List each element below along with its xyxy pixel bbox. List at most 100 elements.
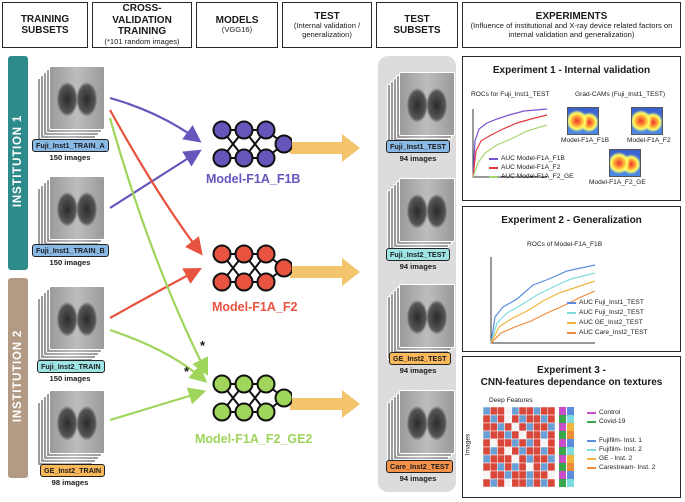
heatmap-cell <box>497 422 505 432</box>
count-test-3: 94 images <box>399 366 437 375</box>
heatmap-cell <box>483 470 491 480</box>
heatmap-cell <box>511 422 520 432</box>
exp1-roc-title: ROCs for Fuji_Inst1_TEST <box>471 91 550 98</box>
header-cross-validation: CROSS-VALIDATION TRAINING (*101 random i… <box>92 2 192 48</box>
heatmap-cell <box>533 446 541 456</box>
heatmap-cell <box>518 454 527 464</box>
xray-card <box>49 390 105 454</box>
heatmap-cell <box>483 438 491 448</box>
heatmap-cell <box>547 462 556 472</box>
label-test-4: Care_Inst2_TEST <box>386 460 454 473</box>
heatmap-cell <box>540 414 549 424</box>
heatmap-cell <box>497 446 505 456</box>
heatmap-cell <box>504 407 513 416</box>
label-fuji2-train: Fuji_Inst2_TRAIN <box>37 360 105 373</box>
label-train-b: Fuji_Inst1_TRAIN_B <box>32 244 109 257</box>
exp2-legend-2: AUC Fuji_Inst2_TEST <box>567 309 644 316</box>
network-node <box>256 272 276 292</box>
heatmap-cell <box>511 462 520 472</box>
heatmap-cell <box>489 407 498 416</box>
xray-stack-fuji2 <box>37 286 107 362</box>
arrow-train-b-to-m1 <box>109 149 202 209</box>
xray-card <box>399 178 455 242</box>
heatmap-class-strip <box>559 415 566 423</box>
network-node <box>234 374 254 394</box>
header-cross-validation-sub: (*101 random images) <box>104 36 180 46</box>
test-arrow-1 <box>290 134 360 162</box>
exp1-legend-2: AUC Model-F1A_F2 <box>489 164 560 171</box>
heatmap-cell <box>518 462 527 472</box>
exp2-roc-title: ROCs of Model-F1A_F1B <box>527 241 603 248</box>
heatmap-cell <box>540 462 549 472</box>
heatmap-cell <box>511 414 520 424</box>
header-training-subsets: TRAINING SUBSETS <box>2 2 88 48</box>
exp1-legend-2-label: AUC Model-F1A_F2 <box>501 164 561 171</box>
xray-stack-ge2 <box>37 390 107 466</box>
heatmap-source-strip <box>567 423 574 431</box>
heatmap-cell <box>547 470 556 480</box>
heatmap-cell <box>489 422 498 432</box>
header-models-label: MODELS <box>215 14 259 26</box>
heatmap-class-strip <box>559 431 566 439</box>
heatmap-cell <box>489 462 498 472</box>
heatmap-cell <box>525 430 534 440</box>
exp2-legend-3-label: AUC GE_Inst2_TEST <box>579 319 643 326</box>
exp3-legend-care2-label: Carestream- Inst. 2 <box>599 464 656 471</box>
heatmap-cell <box>497 438 505 448</box>
heatmap-source-strip <box>567 431 574 439</box>
gradcam-1 <box>567 107 599 135</box>
heatmap-cell <box>511 478 520 488</box>
xray-card <box>399 72 455 136</box>
heatmap-cell <box>497 414 505 424</box>
experiment-2-box: Experiment 2 - Generalization ROCs of Mo… <box>462 206 681 352</box>
header-training-subsets-label: TRAINING SUBSETS <box>20 13 70 37</box>
exp1-legend-1: AUC Model-F1A_F1B <box>489 155 565 162</box>
experiment-1-box: Experiment 1 - Internal validation ROCs … <box>462 56 681 201</box>
network-node <box>256 402 276 422</box>
heatmap-cell <box>518 438 527 448</box>
experiment-1-title: Experiment 1 - Internal validation <box>492 65 651 76</box>
heatmap-source-strip <box>567 447 574 455</box>
count-test-4: 94 images <box>399 474 437 483</box>
xray-card <box>49 286 105 350</box>
heatmap-cell <box>504 422 513 432</box>
heatmap-cell <box>518 430 527 440</box>
heatmap-cell <box>533 470 541 480</box>
heatmap-class-strip <box>559 455 566 463</box>
heatmap-cell <box>489 454 498 464</box>
heatmap-cell <box>540 407 549 416</box>
heatmap-cell <box>504 446 513 456</box>
exp2-legend-3: AUC GE_Inst2_TEST <box>567 319 643 326</box>
exp1-legend-3: AUC Model-F1A_F2_GE <box>489 173 574 180</box>
exp2-legend-1-label: AUC Fuji_Inst1_TEST <box>579 299 644 306</box>
heatmap-source-strip <box>567 439 574 447</box>
heatmap-source-strip <box>567 479 574 487</box>
heatmap-cell <box>489 430 498 440</box>
arrow-train-a-to-m3 <box>108 117 208 376</box>
exp3-legend-covid-label: Covid-19 <box>599 418 626 425</box>
heatmap-cell <box>525 407 534 416</box>
heatmap-cell <box>518 422 527 432</box>
exp3-legend-care2: Carestream- Inst. 2 <box>587 464 655 471</box>
xray-stack-test-4 <box>387 390 457 466</box>
exp2-legend-4: AUC Care_Inst2_TEST <box>567 329 648 336</box>
heatmap-cell <box>518 407 527 416</box>
exp2-legend-4-label: AUC Care_Inst2_TEST <box>579 329 648 336</box>
header-experiments: EXPERIMENTS (Influence of institutional … <box>462 2 681 48</box>
heatmap-cell <box>533 422 541 432</box>
exp1-roc-curve-1 <box>472 108 548 178</box>
header-cross-validation-label: CROSS-VALIDATION TRAINING <box>112 3 172 38</box>
exp3-legend-fuji2-label: Fujifilm- Inst. 2 <box>599 446 642 453</box>
heatmap-cell <box>483 446 491 456</box>
network-model-2 <box>212 244 292 292</box>
heatmap-class-strip <box>559 447 566 455</box>
heatmap-cell <box>511 407 520 416</box>
heatmap-cell <box>504 462 513 472</box>
heatmap-cell <box>511 438 520 448</box>
count-train-a: 150 images <box>49 153 91 162</box>
heatmap-cell <box>489 470 498 480</box>
heatmap-cell <box>540 438 549 448</box>
header-models-sub: (VGG16) <box>221 25 253 35</box>
count-fuji2-train: 150 images <box>49 374 91 383</box>
xray-card <box>399 390 455 454</box>
